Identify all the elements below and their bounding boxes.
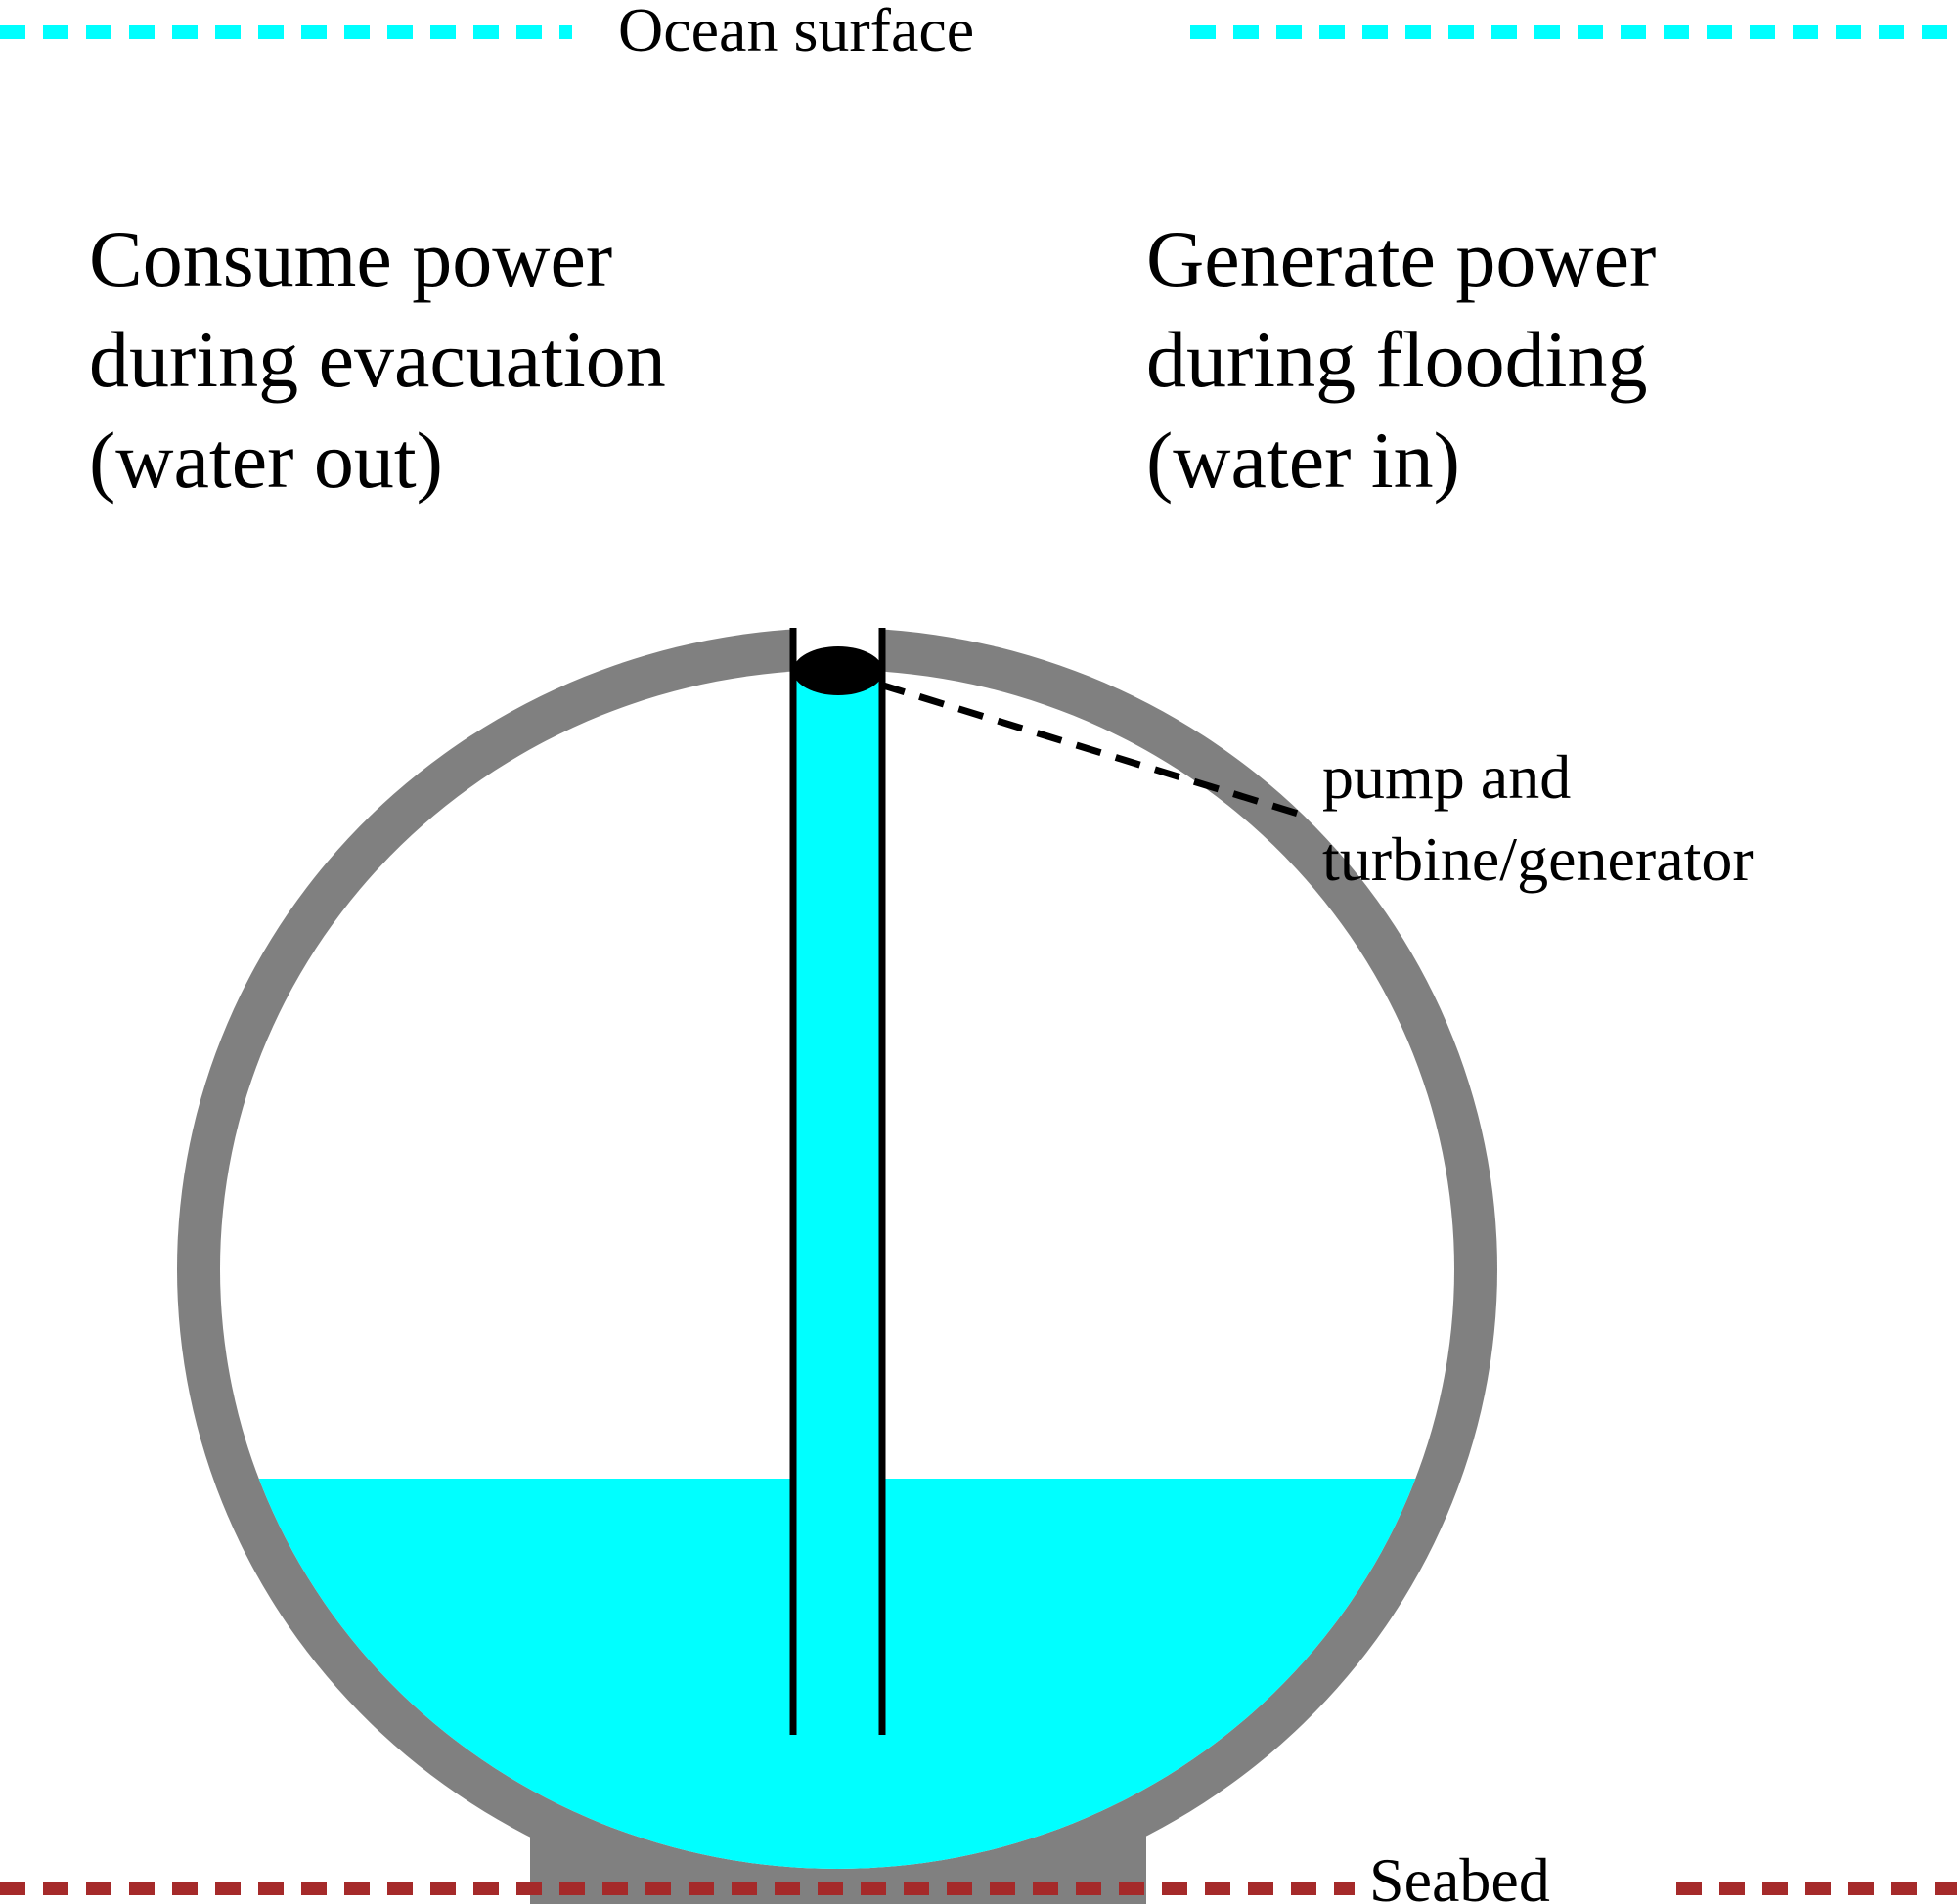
- left-heading-line-2: during evacuation: [89, 315, 666, 404]
- pump-label-line-1: pump and: [1322, 742, 1571, 812]
- pump-label-line-2: turbine/generator: [1322, 824, 1754, 894]
- ocean-surface-label: Ocean surface: [618, 0, 974, 65]
- left-heading-line-1: Consume power: [89, 214, 612, 303]
- right-heading-line-3: (water in): [1146, 416, 1460, 505]
- pipe-water-column: [794, 671, 880, 1735]
- pump-leader-line: [878, 681, 1312, 821]
- seabed-label: Seabed: [1369, 1845, 1550, 1904]
- pump-turbine-icon: [793, 646, 883, 695]
- right-heading-line-1: Generate power: [1146, 214, 1656, 303]
- left-heading-line-3: (water out): [89, 416, 443, 505]
- right-heading-line-2: during flooding: [1146, 315, 1647, 404]
